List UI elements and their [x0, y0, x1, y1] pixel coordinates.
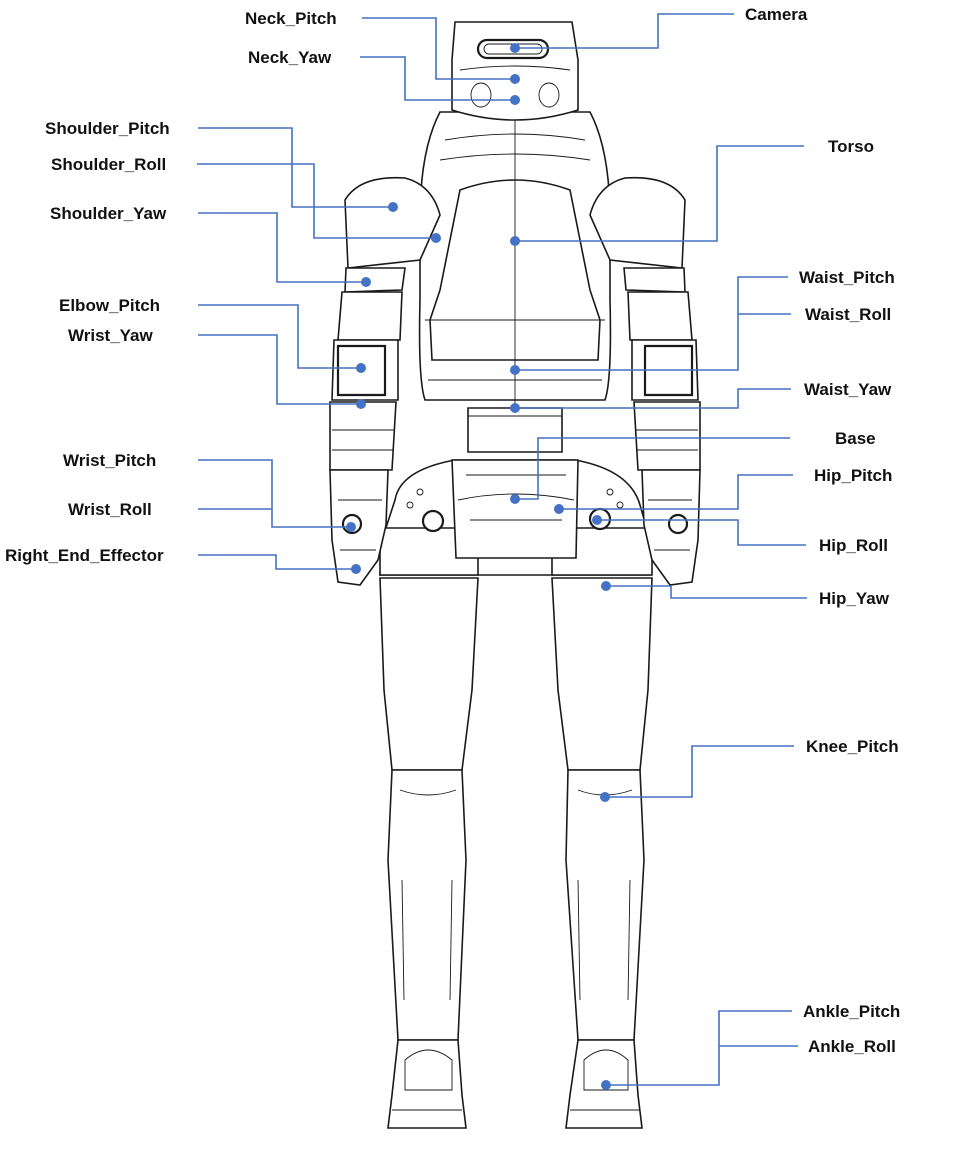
label-base: Base — [835, 429, 876, 448]
label-ankle-pitch: Ankle_Pitch — [803, 1002, 900, 1021]
label-right-end-effector: Right_End_Effector — [5, 546, 164, 565]
leader-neck-pitch — [362, 17, 515, 80]
torso-shell — [418, 111, 612, 405]
dot-waist-pitch — [510, 365, 520, 375]
label-camera: Camera — [745, 5, 808, 24]
left-arm — [589, 176, 701, 586]
label-shoulder-pitch: Shoulder_Pitch — [45, 119, 170, 138]
dot-shoulder-roll — [431, 233, 441, 243]
label-waist-pitch: Waist_Pitch — [799, 268, 895, 287]
dot-elbow-pitch — [356, 363, 366, 373]
label-neck-yaw: Neck_Yaw — [248, 48, 332, 67]
label-shoulder-yaw: Shoulder_Yaw — [50, 204, 167, 223]
dot-neck-pitch — [510, 74, 520, 84]
dot-base — [510, 494, 520, 504]
leader-shoulder-pitch — [198, 127, 393, 208]
leader-shoulder-yaw — [198, 212, 366, 283]
label-torso: Torso — [828, 137, 874, 156]
waist — [467, 407, 563, 453]
leader-knee-pitch — [605, 745, 794, 798]
label-ankle-roll: Ankle_Roll — [808, 1037, 896, 1056]
leader-right-end-effector — [198, 554, 356, 570]
pelvis — [379, 459, 653, 576]
right-leg — [379, 577, 479, 1129]
robot-figure — [329, 21, 701, 1129]
leader-waist-yaw — [515, 388, 791, 409]
leader-camera — [515, 13, 734, 49]
dot-knee-pitch — [600, 792, 610, 802]
leader-hip-roll — [597, 519, 806, 546]
dot-ankle-pitch — [601, 1080, 611, 1090]
label-wrist-pitch: Wrist_Pitch — [63, 451, 156, 470]
label-wrist-roll: Wrist_Roll — [68, 500, 152, 519]
dot-shoulder-yaw — [361, 277, 371, 287]
label-hip-yaw: Hip_Yaw — [819, 589, 890, 608]
labels: Neck_Pitch Neck_Yaw Camera Shoulder_Pitc… — [5, 5, 900, 1056]
leader-base — [515, 437, 790, 500]
dot-wrist-yaw — [356, 399, 366, 409]
label-wrist-yaw: Wrist_Yaw — [68, 326, 154, 345]
dot-torso — [510, 236, 520, 246]
leader-neck-yaw — [360, 56, 515, 101]
head — [451, 21, 579, 121]
leader-torso — [515, 145, 804, 242]
leader-hip-pitch — [559, 474, 793, 510]
dot-camera — [510, 43, 520, 53]
dot-hip-pitch — [554, 504, 564, 514]
leader-hip-yaw — [606, 585, 807, 599]
dot-shoulder-pitch — [388, 202, 398, 212]
label-hip-pitch: Hip_Pitch — [814, 466, 892, 485]
dot-right-end-effector — [351, 564, 361, 574]
leader-wrist-yaw — [198, 334, 361, 405]
label-waist-yaw: Waist_Yaw — [804, 380, 892, 399]
joint-dots — [346, 43, 611, 1090]
dot-neck-yaw — [510, 95, 520, 105]
label-hip-roll: Hip_Roll — [819, 536, 888, 555]
leader-elbow-pitch — [198, 304, 361, 369]
leader-wrist-pitch — [198, 459, 351, 528]
label-shoulder-roll: Shoulder_Roll — [51, 155, 166, 174]
left-leg — [551, 577, 653, 1129]
leader-lines — [197, 13, 807, 1086]
leader-waist-pitch — [515, 276, 788, 371]
label-elbow-pitch: Elbow_Pitch — [59, 296, 160, 315]
leader-ankle-pitch — [606, 1010, 792, 1086]
dot-waist-yaw — [510, 403, 520, 413]
dot-hip-yaw — [601, 581, 611, 591]
dot-wrist-pitch — [346, 522, 356, 532]
label-neck-pitch: Neck_Pitch — [245, 9, 337, 28]
leader-shoulder-roll — [197, 163, 436, 239]
label-knee-pitch: Knee_Pitch — [806, 737, 899, 756]
dot-hip-roll — [592, 515, 602, 525]
label-waist-roll: Waist_Roll — [805, 305, 891, 324]
